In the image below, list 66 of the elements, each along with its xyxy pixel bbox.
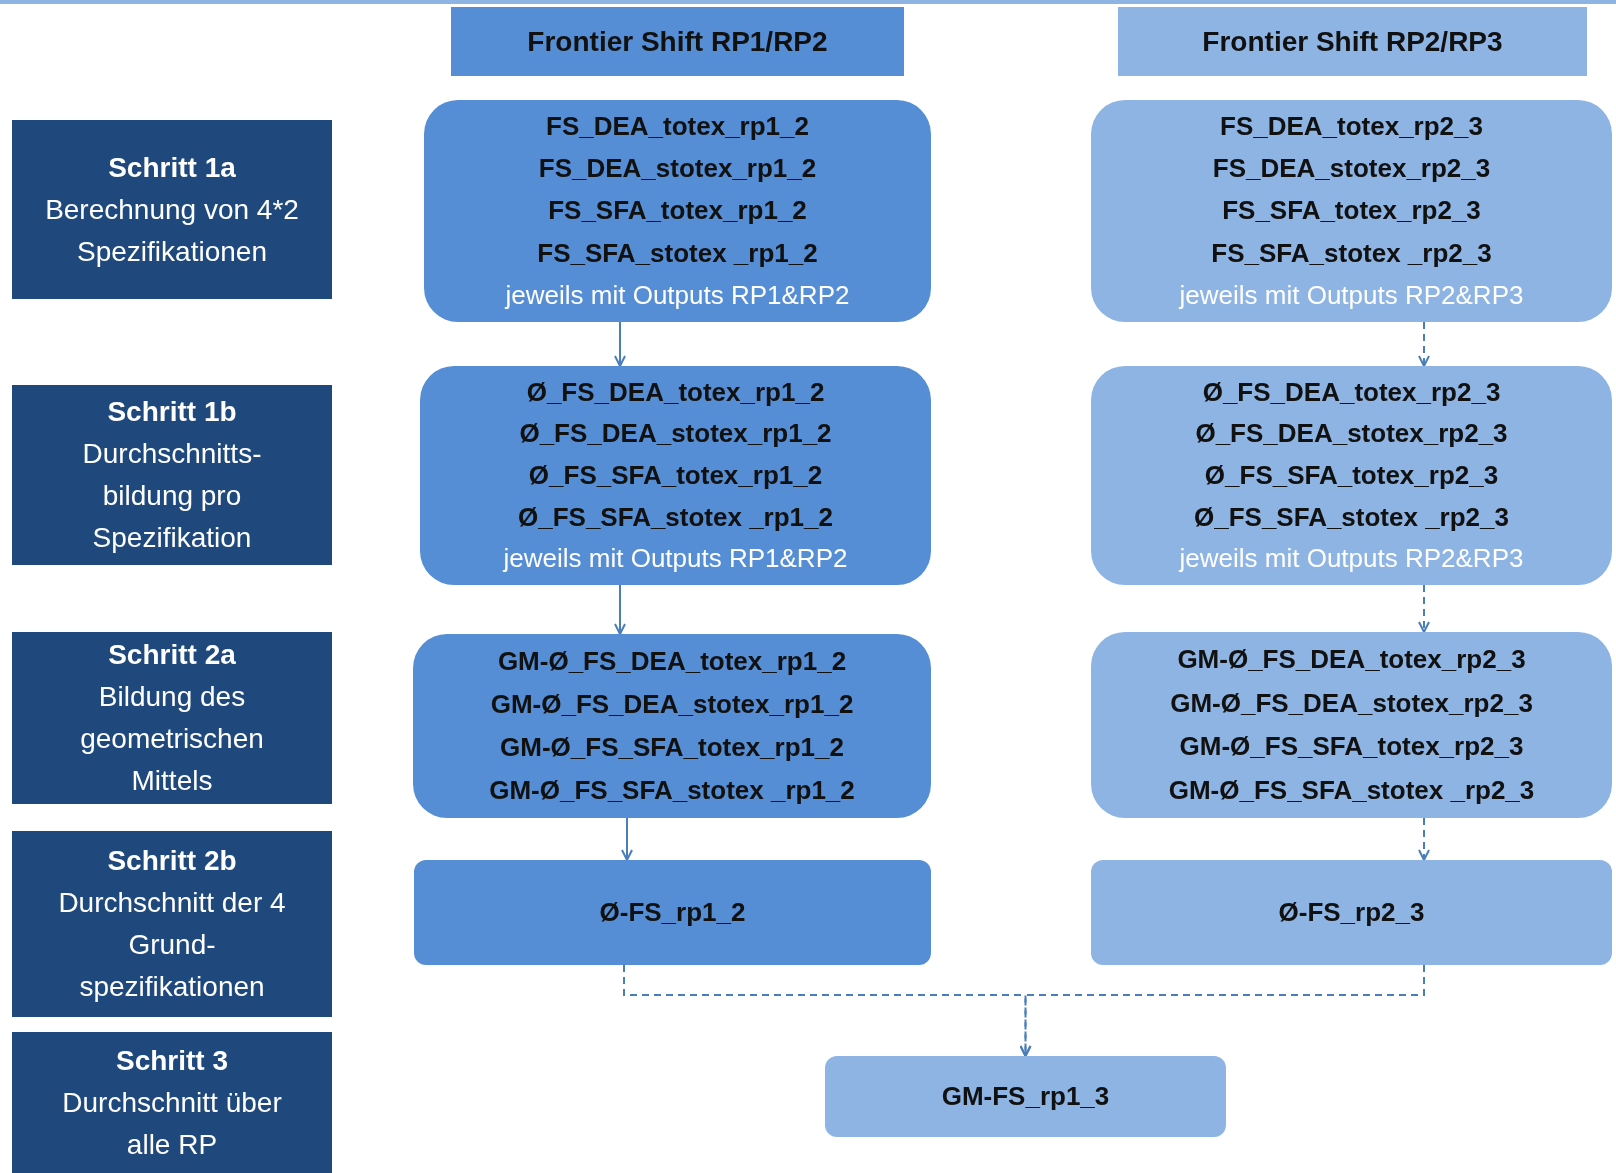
result-label: Ø_FS_SFA_stotex _rp2_3 [1193,501,1509,533]
step-title: Schritt 3 [116,1043,228,1078]
result-label: GM-Ø_FS_DEA_stotex_rp2_3 [1170,687,1533,719]
column-title: Frontier Shift RP1/RP2 [527,25,828,58]
process-box [420,366,931,585]
result-label: Ø_FS_SFA_stotex _rp1_2 [517,501,833,533]
process-box [413,634,931,818]
result-label: Ø_FS_DEA_stotex_rp2_3 [1195,418,1508,450]
arrow [1418,584,1430,633]
step-panel [12,120,332,299]
arrow [614,584,626,635]
arrow [614,321,626,367]
arrow [1019,964,1425,1057]
arrow [1418,817,1430,861]
process-box [1091,632,1612,818]
result-label: GM-FS_rp1_3 [941,1081,1110,1112]
result-label: FS_SFA_totex_rp2_3 [1222,195,1481,227]
note-text: jeweils mit Outputs RP2&RP3 [1179,279,1524,311]
step-description: Bildung des geometrischen Mittels [79,680,265,798]
step-panel [12,385,332,565]
process-box [1091,860,1612,965]
note-text: jeweils mit Outputs RP2&RP3 [1179,543,1524,575]
process-box [1091,366,1612,585]
result-label: GM-Ø_FS_SFA_totex_rp1_2 [500,732,844,763]
step-title: Schritt 2b [107,844,237,878]
result-label: FS_DEA_stotex_rp1_2 [538,153,817,185]
column-header-bar [451,7,904,76]
step-description: Durchschnitts-bildung pro Spezifikation [81,437,263,555]
step-description: Durchschnitt über alle RP [61,1085,283,1162]
result-label: FS_SFA_totex_rp1_2 [548,195,807,227]
step-panel [12,831,332,1017]
arrow [621,817,633,861]
note-text: jeweils mit Outputs RP1&RP2 [503,543,848,575]
step-title: Schritt 1a [108,150,236,185]
result-label: Ø-FS_rp1_2 [599,897,746,928]
column-header-bar [1118,7,1587,76]
result-label: GM-Ø_FS_SFA_stotex _rp2_3 [1168,774,1535,806]
result-label: Ø-FS_rp2_3 [1278,897,1425,928]
result-label: GM-Ø_FS_DEA_totex_rp2_3 [1177,644,1526,676]
process-box [825,1056,1226,1137]
note-text: jeweils mit Outputs RP1&RP2 [505,279,850,311]
result-label: FS_DEA_totex_rp1_2 [546,111,809,143]
column-title: Frontier Shift RP2/RP3 [1202,25,1503,58]
result-label: Ø_FS_DEA_stotex_rp1_2 [519,418,832,450]
result-label: GM-Ø_FS_DEA_totex_rp1_2 [497,646,847,677]
step-description: Berechnung von 4*2 Spezifikationen [44,192,300,269]
arrow [1418,321,1430,367]
result-label: FS_DEA_stotex_rp2_3 [1212,153,1491,185]
result-label: Ø_FS_SFA_totex_rp1_2 [528,459,823,491]
step-panel [12,632,332,804]
step-title: Schritt 1b [107,395,237,429]
step-title: Schritt 2a [108,638,236,672]
step-description: Durchschnitt der 4 Grund-spezifikationen [57,886,287,1004]
process-box [424,100,931,322]
process-box [414,860,931,965]
result-label: GM-Ø_FS_DEA_stotex_rp1_2 [490,689,854,720]
process-box [1091,100,1612,322]
result-label: GM-Ø_FS_SFA_totex_rp2_3 [1179,731,1524,763]
result-label: FS_SFA_stotex _rp2_3 [1211,237,1492,269]
result-label: Ø_FS_SFA_totex_rp2_3 [1204,459,1499,491]
result-label: Ø_FS_DEA_totex_rp2_3 [1202,376,1501,408]
result-label: GM-Ø_FS_SFA_stotex _rp1_2 [489,775,855,806]
step-panel [12,1032,332,1173]
result-label: Ø_FS_DEA_totex_rp1_2 [526,376,825,408]
result-label: FS_DEA_totex_rp2_3 [1220,111,1483,143]
result-label: FS_SFA_stotex _rp1_2 [537,237,818,269]
